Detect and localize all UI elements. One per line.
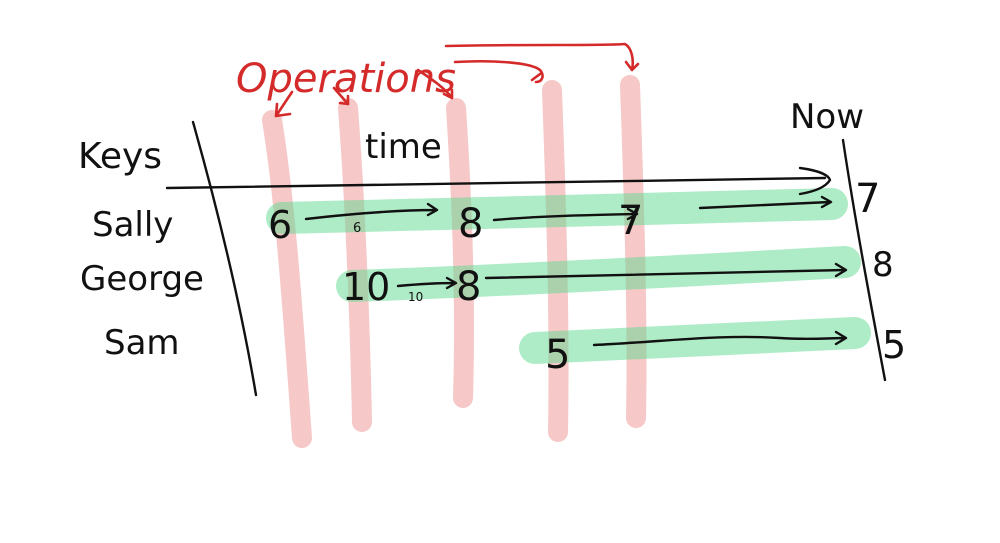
key-label-sam: Sam (104, 323, 180, 363)
george-value-1: 10 (342, 265, 390, 309)
sally-value-2: 8 (458, 201, 483, 247)
now-value-sam: 5 (882, 323, 906, 367)
george-annotation: 10 (408, 290, 423, 304)
operation-stripe-4 (542, 80, 569, 442)
sally-value-3: 7 (618, 198, 643, 244)
keys-label: Keys (78, 136, 162, 177)
sally-arrow-3 (698, 195, 833, 210)
operation-stripe-1 (262, 110, 312, 448)
george-arrow-2 (484, 262, 848, 280)
now-label: Now (790, 97, 864, 137)
row-george: George 10 10 8 (80, 259, 848, 310)
row-sam: Sam 5 (104, 323, 848, 378)
now-values: 7 8 5 (855, 176, 906, 367)
george-value-2: 8 (456, 264, 481, 310)
row-sally: Sally 6 6 8 7 (92, 195, 833, 247)
operation-stripe-3 (446, 98, 475, 408)
key-label-sally: Sally (92, 205, 173, 245)
value-band-george (336, 246, 861, 302)
sally-arrow-1 (304, 202, 439, 221)
operation-arrow-5-icon (444, 42, 640, 72)
operation-arrow-1-icon (274, 90, 294, 118)
operation-arrow-2-icon (332, 86, 350, 106)
now-value-sally: 7 (855, 176, 880, 222)
sally-value-1: 6 (268, 203, 292, 247)
value-band-sam (519, 317, 871, 364)
operation-arrows (274, 42, 640, 118)
sam-value-1: 5 (545, 332, 570, 378)
keys-axis-line (191, 120, 258, 397)
sally-annotation: 6 (353, 221, 361, 236)
axes (165, 120, 887, 397)
now-line (841, 138, 887, 382)
operation-stripe-2 (338, 98, 372, 432)
time-label: time (365, 127, 442, 167)
operation-arrow-4-icon (453, 59, 544, 84)
time-axis-line (165, 176, 827, 190)
key-label-george: George (80, 259, 204, 299)
george-arrow-1 (396, 276, 458, 290)
operation-stripe-5 (620, 75, 647, 428)
time-axis-arrowhead (798, 166, 832, 196)
sally-arrow-2 (492, 207, 639, 222)
sam-arrow-1 (592, 330, 848, 347)
operation-arrow-3-icon (416, 68, 454, 100)
operations-title: Operations (236, 56, 456, 102)
now-value-george: 8 (872, 245, 894, 285)
